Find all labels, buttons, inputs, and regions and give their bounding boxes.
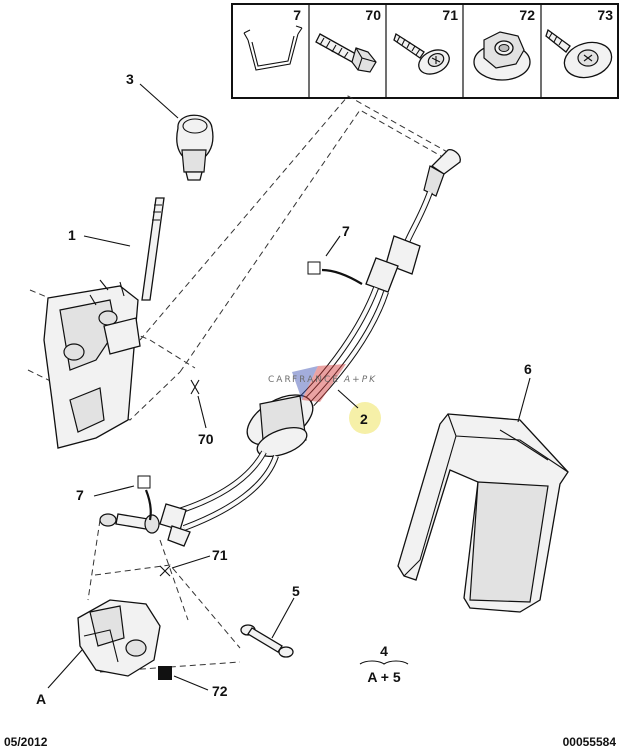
- callout-6: 6: [524, 361, 532, 377]
- watermark-right: A+PK: [343, 375, 377, 385]
- watermark-mid: FRANCE: [292, 375, 340, 385]
- hex-bolt-icon: [315, 33, 377, 73]
- callout-70: 70: [198, 431, 214, 447]
- link-rod: [240, 624, 294, 658]
- flange-screw-icon: [393, 33, 450, 75]
- washer-screw-icon: [545, 28, 613, 79]
- callout-7-lower: 7: [76, 487, 84, 503]
- watermark: CAR FRANCE A+PK: [268, 364, 377, 402]
- callout-7-upper: 7: [342, 223, 350, 239]
- callout-2: 2: [360, 411, 368, 427]
- fastener-legend-table: 7 70 71 72 73: [231, 3, 619, 99]
- footer-date: 05/2012: [4, 735, 48, 749]
- gearbox-selector-housing: [77, 599, 161, 677]
- highlight-circle: [349, 402, 381, 434]
- legend-header-73: 73: [597, 7, 613, 23]
- footer-doc-number: 00055584: [563, 735, 617, 749]
- legend-header-70: 70: [365, 7, 381, 23]
- callout-5: 5: [292, 583, 300, 599]
- callout-72: 72: [212, 683, 228, 699]
- square-marker-72: [158, 666, 172, 680]
- gear-lever-assembly: [43, 197, 165, 449]
- legend-header-72: 72: [519, 7, 535, 23]
- kit-label: A + 5: [367, 669, 401, 685]
- callout-A: A: [36, 691, 46, 707]
- gear-knob: [176, 114, 214, 181]
- legend-header-7: 7: [293, 7, 301, 23]
- callout-71: 71: [212, 547, 228, 563]
- callouts: 3 1 70 7 2 6 7 71 5 4 A + 5: [36, 71, 532, 707]
- callout-1: 1: [68, 227, 76, 243]
- callout-3: 3: [126, 71, 134, 87]
- gearshift-cables: [99, 148, 461, 547]
- clip-bracket-icon: [243, 25, 303, 71]
- watermark-left: CAR: [268, 375, 293, 385]
- cable-cover: [397, 413, 569, 613]
- flange-nut-icon: [473, 31, 531, 81]
- callout-4: 4: [380, 643, 388, 659]
- legend-header-71: 71: [442, 7, 458, 23]
